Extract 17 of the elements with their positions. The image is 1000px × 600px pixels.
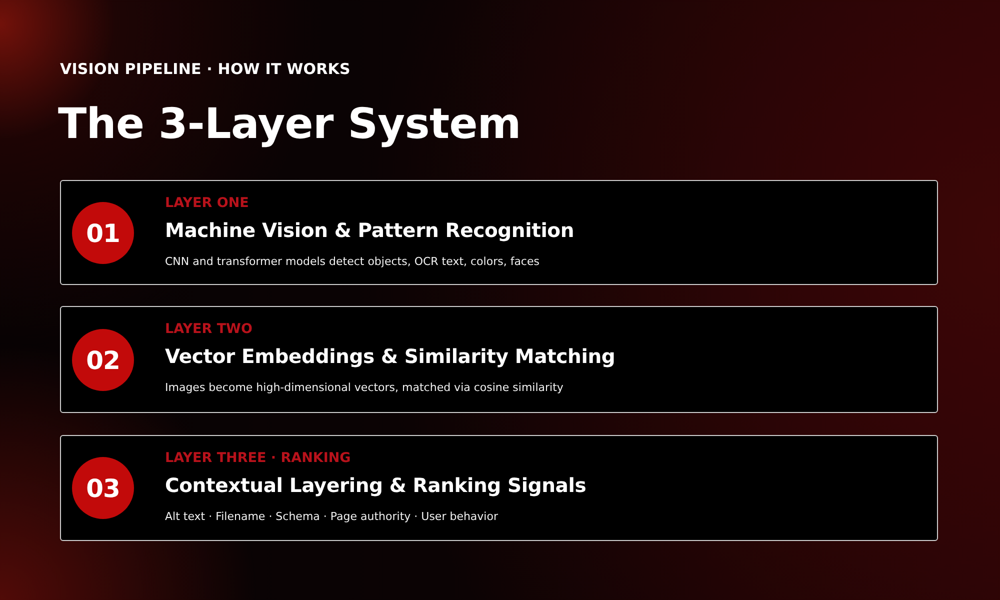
step-number: 03: [72, 457, 134, 519]
page-title: The 3-Layer System: [58, 99, 521, 150]
layer-heading: Vector Embeddings & Similarity Matching: [165, 345, 616, 368]
step-number: 02: [72, 329, 134, 391]
layer-heading: Contextual Layering & Ranking Signals: [165, 474, 586, 497]
step-number: 01: [72, 202, 134, 264]
section-kicker: VISION PIPELINE · HOW IT WORKS: [60, 60, 350, 78]
layer-tag: LAYER ONE: [165, 195, 249, 211]
layer-card: [60, 180, 938, 285]
layer-description: Images become high-dimensional vectors, matched via cosine similarity: [165, 381, 564, 394]
layer-card: [60, 435, 938, 541]
layer-card: [60, 306, 938, 413]
layer-description: CNN and transformer models detect objects, OCR text, colors, faces: [165, 255, 540, 268]
layer-description: Alt text · Filename · Schema · Page authority · User behavior: [165, 510, 498, 523]
layer-tag: LAYER TWO: [165, 321, 252, 337]
layer-tag: LAYER THREE · RANKING: [165, 450, 351, 466]
layer-heading: Machine Vision & Pattern Recognition: [165, 219, 574, 242]
